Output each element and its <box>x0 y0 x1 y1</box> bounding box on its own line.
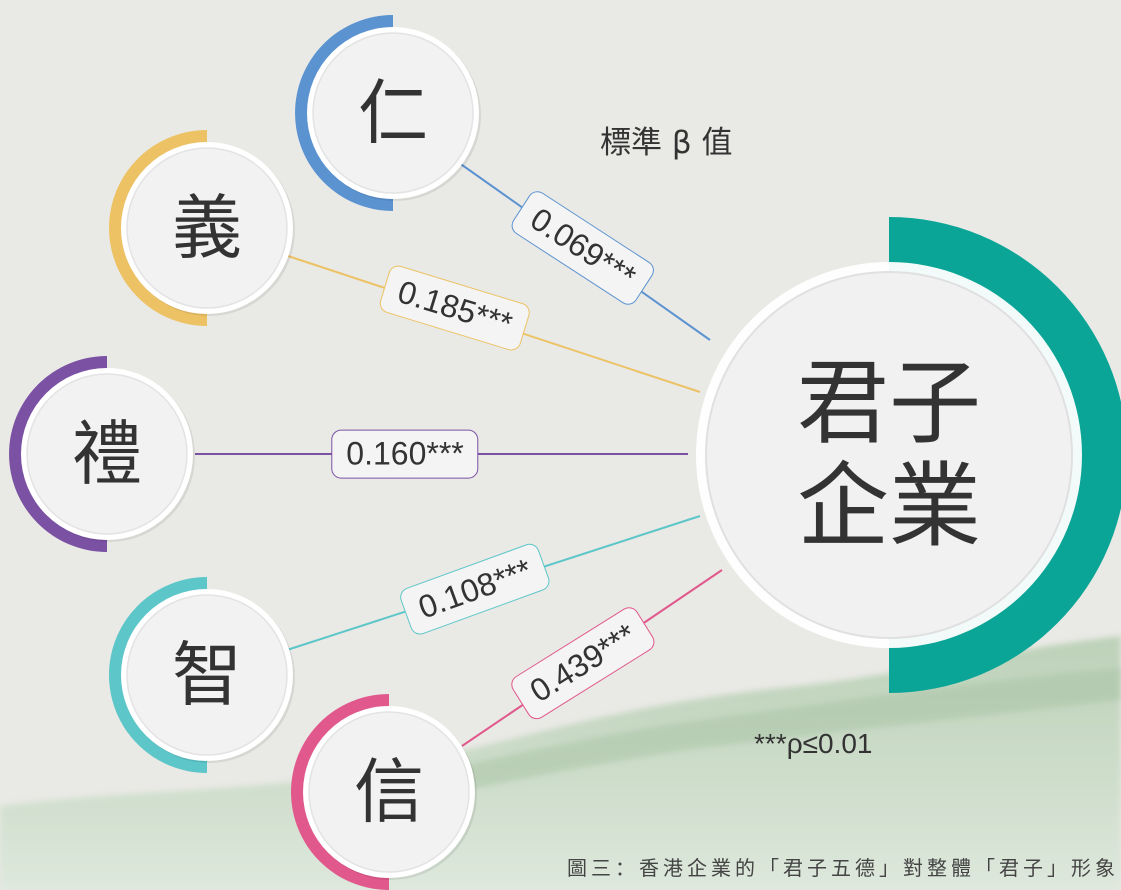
node-label-ren: 仁 <box>358 72 428 154</box>
target-label-line2: 企業 <box>796 453 982 560</box>
node-circle-zhi <box>126 594 288 756</box>
node-label-li: 禮 <box>72 413 142 495</box>
node-label-xin: 信 <box>354 751 424 833</box>
node-circle-yi <box>126 147 288 309</box>
legend-title: 標準 β 值 <box>600 125 733 161</box>
node-circle-xin <box>308 711 470 873</box>
node-circle-li <box>26 373 188 535</box>
node-label-yi: 義 <box>172 187 242 269</box>
significance-note: ***ρ≤0.01 <box>754 728 873 759</box>
target-node-label: 君子 企業 <box>797 352 981 558</box>
hill-highlight <box>300 668 1121 820</box>
node-circle-ren <box>312 32 474 194</box>
figure-caption: 圖三：香港企業的「君子五德」對整體「君子」形象 <box>567 856 1119 880</box>
target-label-line1: 君子 <box>796 349 982 457</box>
node-label-zhi: 智 <box>172 634 242 716</box>
target-node-circle <box>705 271 1073 639</box>
coefficient-li: 0.160*** <box>331 429 479 479</box>
